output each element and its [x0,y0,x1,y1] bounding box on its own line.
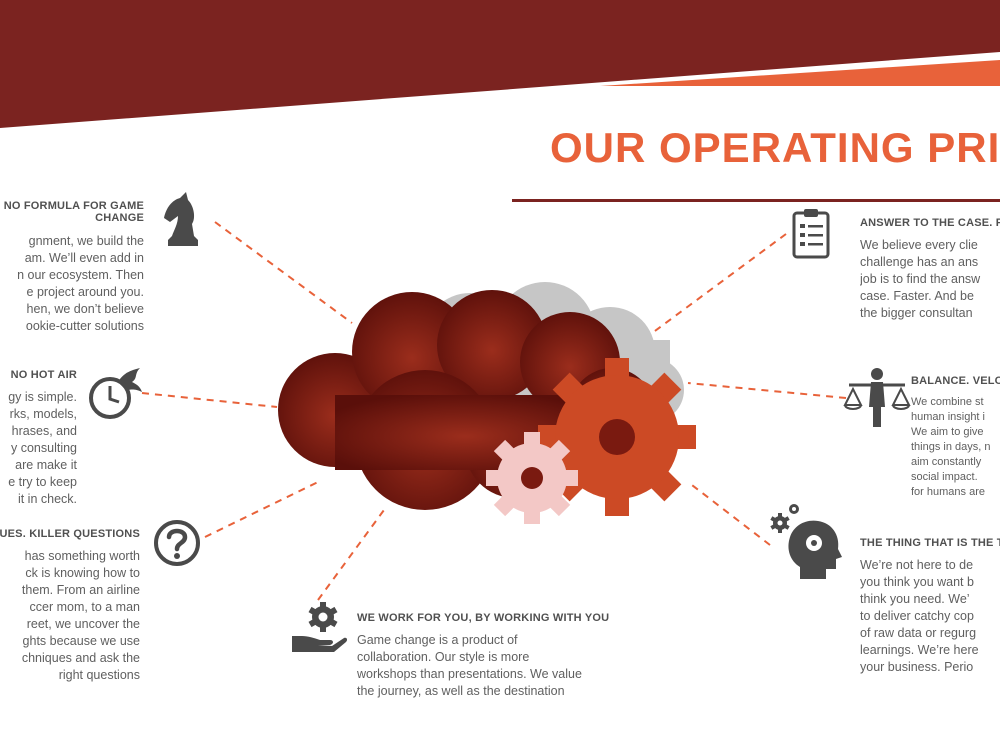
body-line: reet, we uncover the [26,617,140,631]
body-line: collaboration. Our style is more [357,650,530,664]
principle-heading: ANSWER TO THE CASE. F [860,217,1000,229]
body-line: you think you want b [860,575,974,589]
body-line: ookie-cutter solutions [25,319,144,333]
principle-no-formula: NO FORMULA FOR GAME CHANGE gnment, we bu… [0,200,144,335]
body-line: to deliver catchy cop [860,609,974,623]
body-line: ghts because we use [22,634,140,648]
principle-heading-cont: CHANGE [95,212,144,224]
connector-answer [639,233,787,343]
clipboard-checklist-icon [792,209,830,259]
body-line: has something worth [24,549,140,563]
body-line: ck is knowing how to [25,566,140,580]
principle-heading: THE THING THAT IS THE TH [860,537,1000,549]
connector-hot-air [141,392,278,408]
principle-body: Game change is a product of collaboratio… [357,632,657,700]
principle-body: gnment, we build the am. We’ll even add … [0,233,144,335]
body-line: gnment, we build the [28,234,144,248]
body-line: social impact. [911,471,978,483]
connector-thing [687,481,771,546]
body-line: We believe every clie [860,238,978,252]
body-line: gy is simple. [8,390,77,404]
body-line: Game change is a product of [357,633,518,647]
body-line: it in check. [17,492,77,506]
principle-heading: NO HOT AIR [10,369,77,381]
body-line: We aim to give [911,426,984,438]
principle-body: gy is simple. rks, models, hrases, and y… [0,389,77,508]
body-line: e project around you. [26,285,144,299]
body-line: rks, models, [9,407,77,421]
connector-work-for-you [317,509,385,601]
body-line: for humans are [911,486,985,498]
connector-formula [214,221,353,324]
principle-body: We combine st human insight i We aim to … [911,395,1000,500]
body-line: your business. Perio [860,660,974,674]
body-line: e try to keep [8,475,77,489]
body-line: job is to find the answ [860,272,981,286]
body-line: learnings. We’re here [860,643,979,657]
body-line: the journey, as well as the destination [357,684,565,698]
principle-no-hot-air: NO HOT AIR gy is simple. rks, models, hr… [0,369,77,508]
body-line: aim constantly [911,456,982,468]
question-mark-icon [154,520,200,566]
body-line: ccer mom, to a man [29,600,140,614]
connector-balance [687,382,847,399]
body-line: am. We’ll even add in [24,251,144,265]
body-line: think you need. We’ [860,592,970,606]
principle-body: has something worth ck is knowing how to… [0,548,140,684]
body-line: them. From an airline [21,583,140,597]
flaming-clock-icon [89,368,142,419]
body-line: challenge has an ans [860,255,979,269]
principle-answer-to-case: ANSWER TO THE CASE. F We believe every c… [860,217,1000,322]
principle-heading: BALANCE. VELO [911,375,1000,387]
chess-knight-icon [164,192,198,246]
principle-the-thing: THE THING THAT IS THE TH We’re not here … [860,537,1000,676]
head-gears-icon [770,504,842,579]
connector-questions [204,481,319,538]
pink-gear-icon [486,432,578,524]
body-line: workshops than presentations. We value [357,667,582,681]
body-line: human insight i [911,411,985,423]
body-line: are make it [15,458,77,472]
principle-balance: BALANCE. VELO We combine st human insigh… [911,375,1000,500]
page-title: OUR OPERATING PRIN [550,124,1000,171]
hand-gear-icon [292,602,348,652]
body-line: things in days, n [911,441,991,453]
body-line: hrases, and [11,424,77,438]
title-underline [512,199,1000,202]
principle-heading: WE WORK FOR YOU, BY WORKING WITH YOU [357,612,610,624]
body-line: We combine st [911,396,984,408]
body-line: right questions [58,668,140,682]
body-line: the bigger consultan [860,306,973,320]
principle-body: We believe every clie challenge has an a… [860,237,1000,322]
body-line: y consulting [10,441,77,455]
connector-lines [141,221,847,601]
principle-heading: UES. KILLER QUESTIONS [0,528,140,540]
body-line: case. Faster. And be [860,289,974,303]
body-line: hen, we don’t believe [26,302,144,316]
body-line: of raw data or regurg [860,626,977,640]
person-scales-icon [843,368,911,427]
body-line: We’re not here to de [860,558,974,572]
body-line: chniques and ask the [21,651,140,665]
principle-killer-questions: UES. KILLER QUESTIONS has something wort… [0,528,140,684]
principle-heading: NO FORMULA FOR GAME [3,200,144,212]
principle-body: We’re not here to de you think you want … [860,557,1000,676]
orange-gear-icon [538,358,696,516]
body-line: n our ecosystem. Then [17,268,144,282]
principle-work-for-you: WE WORK FOR YOU, BY WORKING WITH YOU Gam… [357,612,657,700]
